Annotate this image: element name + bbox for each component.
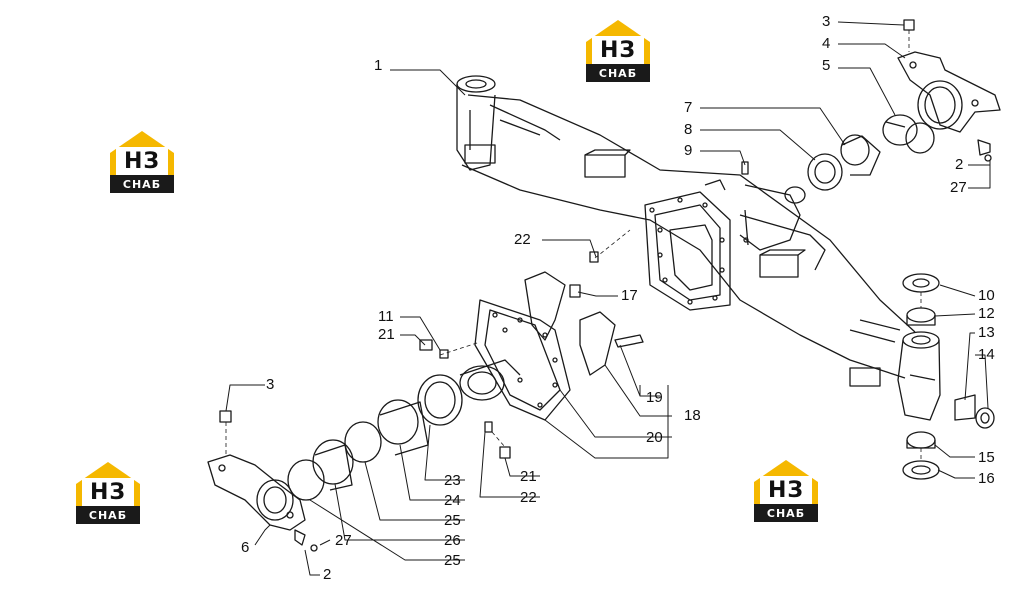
callout-10: 10 [978,287,995,304]
callout-27: 27 [950,179,967,196]
callout-12: 12 [978,305,995,322]
callout-20: 20 [646,429,663,446]
callout-22: 22 [514,231,531,248]
left-hub-carrier [419,251,644,459]
callout-3: 3 [822,13,831,30]
callout-16: 16 [978,470,995,487]
callout-2: 2 [955,156,964,173]
callout-4: 4 [822,35,831,52]
watermark-top-text: НЗ [89,480,127,505]
callout-15: 15 [978,449,995,466]
watermark-bottom-text: СНАБ [122,178,162,191]
callout-7: 7 [684,99,693,116]
callout-5: 5 [822,57,831,74]
callout-26: 26 [444,532,461,549]
callout-8: 8 [684,121,693,138]
assembly-axes [225,30,922,462]
callout-1: 1 [374,57,383,74]
callout-17: 17 [621,287,638,304]
left-bushings [287,374,463,501]
callout-18: 18 [684,407,701,424]
watermark-logo: НЗ СНАБ [74,460,142,526]
watermark-bottom-text: СНАБ [766,507,806,520]
callout-2-lower: 2 [323,566,332,583]
axle-housing [456,75,941,421]
callout-14: 14 [978,346,995,363]
callout-27-lower: 27 [335,532,352,549]
callout-25: 25 [444,512,461,529]
watermark-top-text: НЗ [767,478,805,503]
callout-13: 13 [978,324,995,341]
watermark-logo: НЗ СНАБ [108,129,176,195]
watermark-logo: НЗ СНАБ [752,458,820,524]
watermark-logo: НЗ СНАБ [584,18,652,84]
watermark-bottom-text: СНАБ [598,67,638,80]
watermark-top-text: НЗ [599,38,637,63]
callout-21-lower: 21 [520,468,537,485]
callout-3-left: 3 [266,376,275,393]
callout-23: 23 [444,472,461,489]
leader-lines [225,21,991,576]
callout-9: 9 [684,142,693,159]
watermark-bottom-text: СНАБ [88,509,128,522]
callout-24: 24 [444,492,461,509]
kingpin-parts-right [902,273,995,480]
callout-19: 19 [646,389,663,406]
callout-21: 21 [378,326,395,343]
callout-6: 6 [241,539,250,556]
left-bearing-cap [207,410,318,552]
callout-25-lower: 25 [444,552,461,569]
callout-22-lower: 22 [520,489,537,506]
callout-11: 11 [378,308,394,325]
watermark-top-text: НЗ [123,149,161,174]
